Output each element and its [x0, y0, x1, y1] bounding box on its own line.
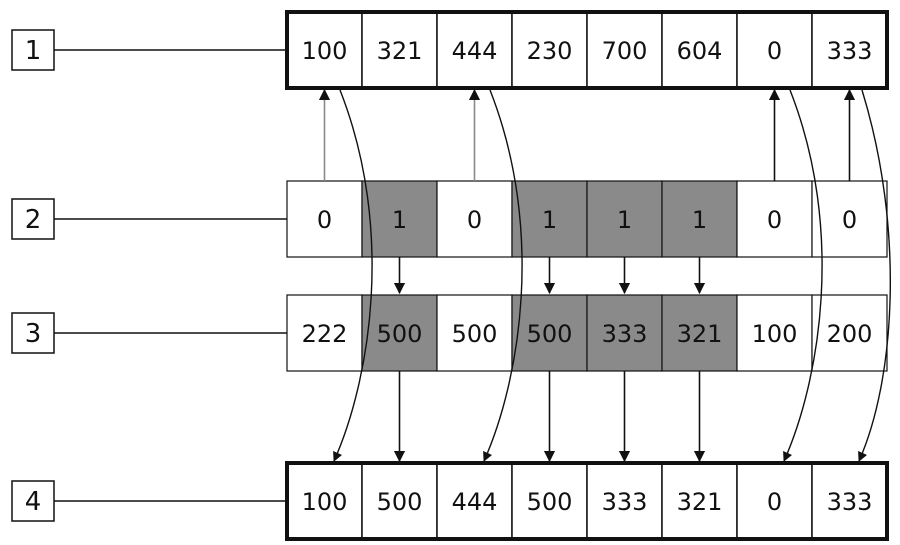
row-3-cell-3: [511, 294, 588, 372]
row-label-3-text: 3: [25, 319, 42, 349]
row-4-value-0: 100: [302, 488, 348, 516]
row-2-value-2: 0: [467, 206, 482, 234]
row-label-2-text: 2: [25, 205, 42, 235]
passthrough-curved-arrows: [333, 89, 892, 462]
row-1-array: 100 321 444 230 700 604 0 333: [285, 10, 889, 90]
row-4-value-2: 444: [452, 488, 498, 516]
row-4-border: [285, 461, 889, 541]
curved-arrow-col-0: [333, 89, 373, 462]
row-1-border: [285, 10, 889, 90]
curved-arrow-col-6: [783, 89, 823, 462]
selected-down-arrows: [393, 371, 706, 463]
row-1-value-5: 604: [677, 37, 723, 65]
row-2-cell-6: [736, 180, 813, 258]
row-1-cell-7: [811, 11, 888, 89]
row-1-value-1: 321: [377, 37, 423, 65]
row-4-value-7: 333: [827, 488, 873, 516]
row-label-1: 1: [11, 29, 287, 71]
row-label-4-text: 4: [25, 487, 42, 517]
row-4-value-5: 321: [677, 488, 723, 516]
row-2-cell-7: [811, 180, 888, 258]
row-2-value-5: 1: [692, 206, 707, 234]
row-4-value-6: 0: [767, 488, 782, 516]
row-2-value-6: 0: [767, 206, 782, 234]
row-1-value-0: 100: [302, 37, 348, 65]
row-3-cell-6: [736, 294, 813, 372]
row-1-value-7: 333: [827, 37, 873, 65]
row-4-value-3: 500: [527, 488, 573, 516]
row-3-cell-7: [811, 294, 888, 372]
row-1-value-4: 700: [602, 37, 648, 65]
row-3-value-2: 500: [452, 320, 498, 348]
row-label-1-text: 1: [25, 36, 42, 66]
row-3-value-4: 333: [602, 320, 648, 348]
row-4-cell-0: [286, 462, 363, 540]
row-3-value-0: 222: [302, 320, 348, 348]
row-3-value-7: 200: [827, 320, 873, 348]
row-label-2: 2: [11, 198, 287, 240]
row-1-value-3: 230: [527, 37, 573, 65]
row-2-array: 0 1 0 1 1 1 0 0: [286, 180, 888, 258]
row-4-value-1: 500: [377, 488, 423, 516]
row-1-cell-6: [736, 11, 813, 89]
row-2-cell-2: [436, 180, 513, 258]
row-3-value-3: 500: [527, 320, 573, 348]
mask-one-down-arrows: [393, 257, 706, 295]
curved-arrow-col-2: [483, 89, 523, 462]
mask-zero-up-arrows: [318, 88, 856, 181]
row-1-value-2: 444: [452, 37, 498, 65]
row-3-cell-4: [586, 294, 663, 372]
row-label-4: 4: [11, 480, 287, 522]
row-4-value-4: 333: [602, 488, 648, 516]
row-label-3: 3: [11, 312, 287, 354]
row-1-cell-4: [586, 11, 663, 89]
row-3-array: 222 500 500 500 333 321 100 200: [286, 294, 888, 372]
row-3-value-5: 321: [677, 320, 723, 348]
row-2-value-1: 1: [392, 206, 407, 234]
row-2-value-4: 1: [617, 206, 632, 234]
row-4-array: 100 500 444 500 333 321 0 333: [285, 461, 889, 541]
row-1-value-6: 0: [767, 37, 782, 65]
row-3-cell-5: [661, 294, 738, 372]
row-2-value-0: 0: [317, 206, 332, 234]
row-1-cell-1: [361, 11, 438, 89]
row-3-value-6: 100: [752, 320, 798, 348]
row-4-cell-2: [436, 462, 513, 540]
row-2-value-3: 1: [542, 206, 557, 234]
row-3-value-1: 500: [377, 320, 423, 348]
row-2-cell-4: [586, 180, 663, 258]
curved-arrow-col-7: [858, 89, 892, 462]
row-2-cell-1: [361, 180, 438, 258]
row-4-cell-1: [361, 462, 438, 540]
row-2-cell-5: [661, 180, 738, 258]
row-2-cell-0: [286, 180, 363, 258]
row-2-value-7: 0: [842, 206, 857, 234]
row-3-cell-2: [436, 294, 513, 372]
